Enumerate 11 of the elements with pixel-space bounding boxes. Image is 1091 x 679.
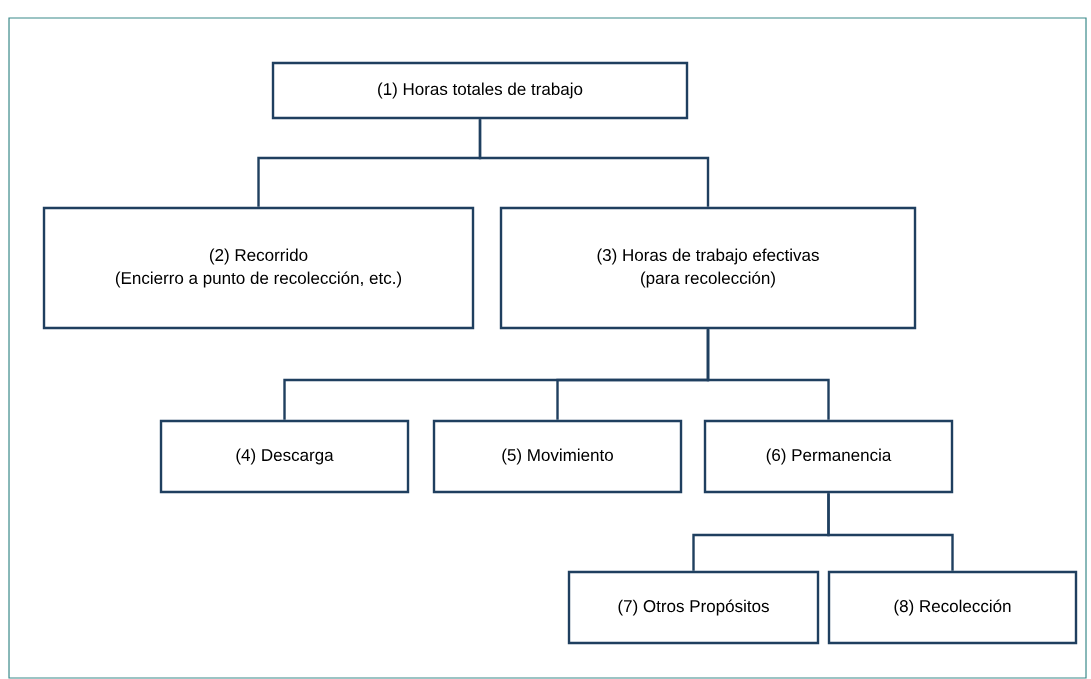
process-box: (2) Recorrido (Encierro a punto de recolección, etc.) xyxy=(42,206,475,330)
process-box: (5) Movimiento xyxy=(432,419,683,494)
connector-line xyxy=(478,119,710,207)
connector-line xyxy=(827,493,954,571)
process-box: (7) Otros Propósitos xyxy=(567,570,820,645)
process-box: (1) Horas totales de trabajo xyxy=(271,61,689,120)
process-box: (6) Permanencia xyxy=(703,419,954,494)
process-box: (8) Recolección xyxy=(827,570,1078,645)
process-box: (4) Descarga xyxy=(159,419,410,494)
connector-line xyxy=(706,329,830,420)
process-box: (3) Horas de trabajo efectivas (para recolección) xyxy=(499,206,917,330)
